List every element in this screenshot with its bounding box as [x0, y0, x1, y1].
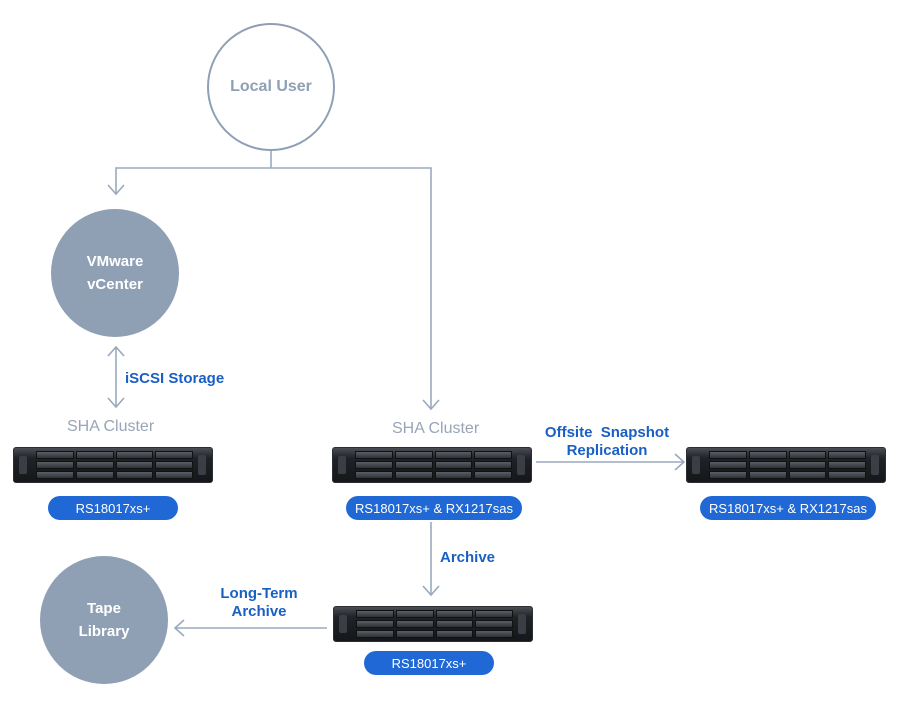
arrowhead-offsite — [674, 453, 686, 471]
connector-user-to-middle-cluster — [271, 167, 432, 408]
arrowhead-iscsi-down — [107, 397, 125, 409]
longterm-label-line2: Archive — [231, 603, 287, 620]
server-middle — [332, 447, 532, 483]
model-badge-middle: RS18017xs+ & RX1217sas — [346, 496, 522, 520]
model-badge-bottom: RS18017xs+ — [364, 651, 494, 675]
archive-label: Archive — [440, 549, 496, 566]
local-user-label: Local User — [230, 78, 312, 95]
iscsi-storage-label: iSCSI Storage — [125, 370, 225, 387]
vcenter-label-line2: vCenter — [87, 276, 143, 293]
arrowhead-longterm — [173, 619, 185, 637]
server-left — [13, 447, 213, 483]
local-user-node: Local User — [207, 23, 335, 151]
arrowhead-middle-cluster — [422, 399, 440, 411]
tape-library-node: Tape Library — [40, 556, 168, 684]
longterm-label-line1: Long-Term — [220, 585, 298, 602]
arrowhead-vcenter — [107, 184, 125, 196]
middle-cluster-label: SHA Cluster — [392, 420, 480, 437]
offsite-label-line1: Offsite Snapshot — [544, 424, 670, 441]
offsite-label-line2: Replication — [566, 442, 648, 459]
vcenter-label-line1: VMware — [86, 253, 144, 270]
connector-user-to-vcenter — [115, 167, 271, 193]
server-right — [686, 447, 886, 483]
arrowhead-iscsi-up — [107, 345, 125, 357]
vcenter-node: VMware vCenter — [51, 209, 179, 337]
model-badge-left: RS18017xs+ — [48, 496, 178, 520]
tape-label-line1: Tape — [87, 600, 121, 617]
server-bottom — [333, 606, 533, 642]
tape-label-line2: Library — [78, 623, 130, 640]
model-badge-right: RS18017xs+ & RX1217sas — [700, 496, 876, 520]
offsite-replication-label: Offsite Snapshot Replication — [537, 424, 677, 460]
left-cluster-label: SHA Cluster — [67, 418, 155, 435]
long-term-archive-label: Long-Term Archive — [209, 585, 309, 621]
arrowhead-archive — [422, 585, 440, 597]
